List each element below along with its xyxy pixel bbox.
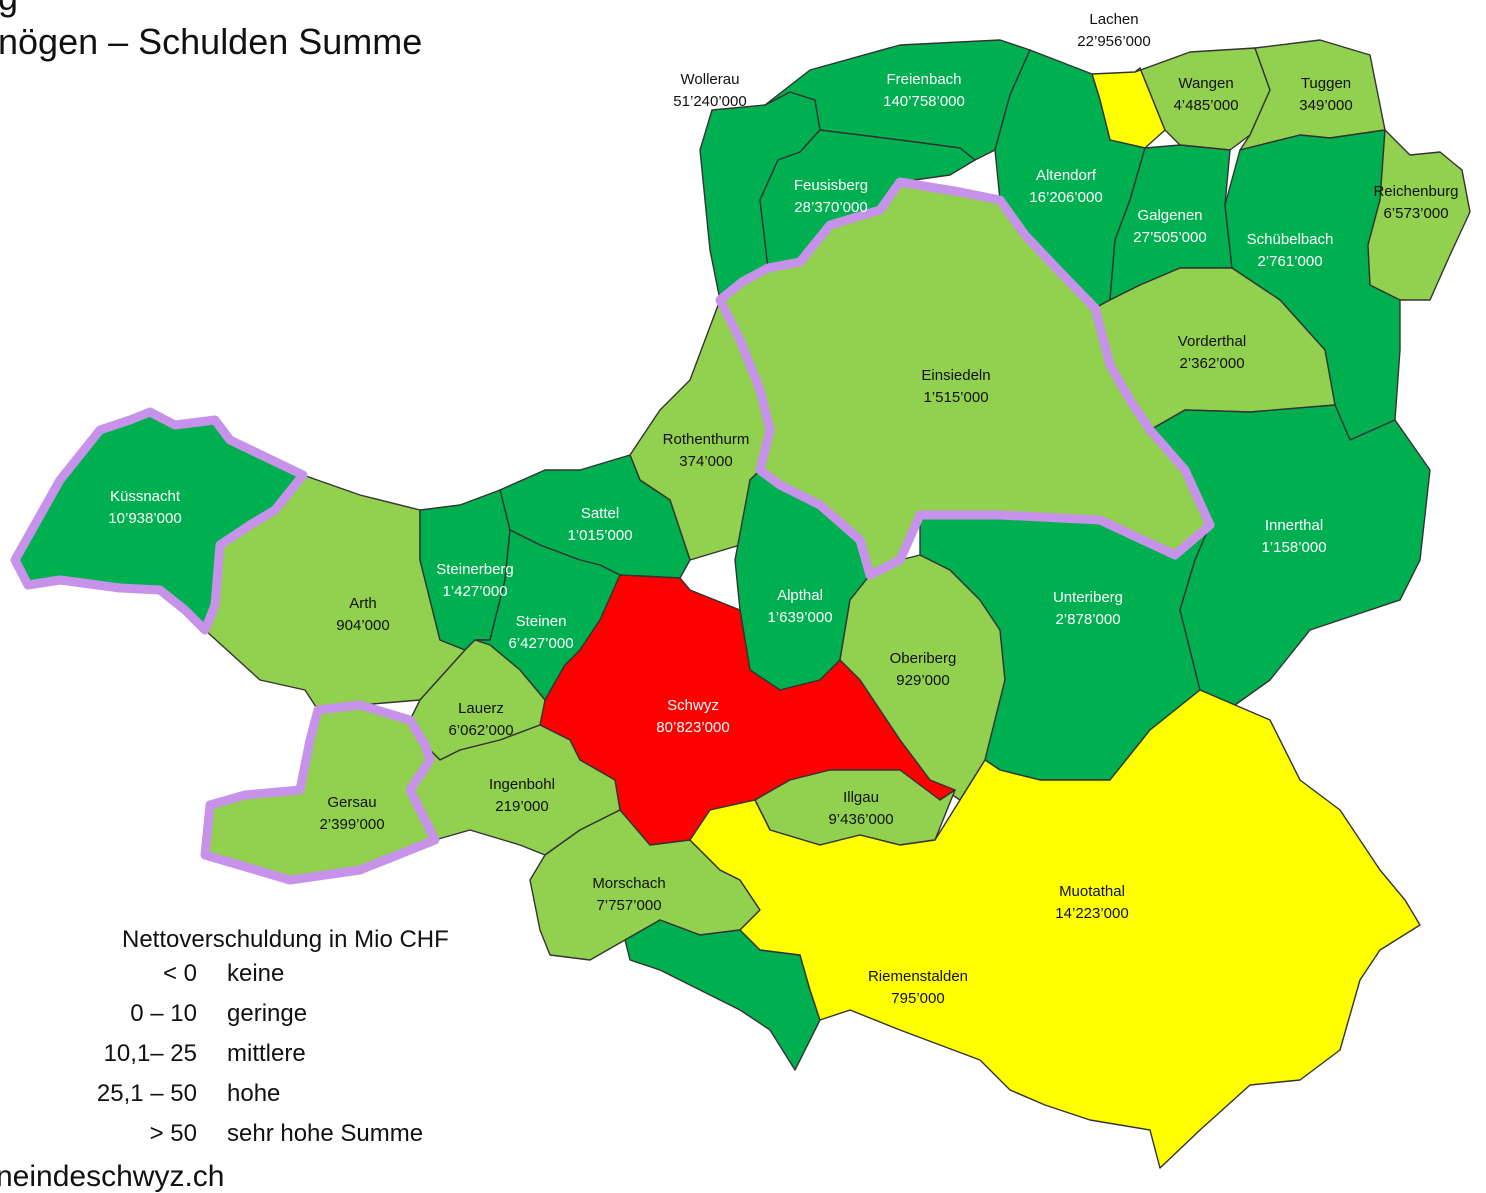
label-einsiedeln-value: 1’515’000 bbox=[923, 389, 988, 406]
label-unteriberg-value: 2’878’000 bbox=[1055, 611, 1120, 628]
legend-item: 25,1 – 50 hohe bbox=[70, 1080, 490, 1110]
label-muotathal-value: 14’223’000 bbox=[1055, 905, 1128, 922]
label-schuebelbach-name: Schübelbach bbox=[1247, 231, 1334, 248]
label-innerthal-value: 1’158’000 bbox=[1261, 539, 1326, 556]
label-steinen-name: Steinen bbox=[516, 613, 567, 630]
label-tuggen-value: 349’000 bbox=[1299, 97, 1352, 114]
label-wangen-value: 4’485’000 bbox=[1173, 97, 1238, 114]
label-arth-name: Arth bbox=[349, 595, 377, 612]
label-lauerz-value: 6’062’000 bbox=[448, 722, 513, 739]
label-illgau-name: Illgau bbox=[843, 789, 879, 806]
label-einsiedeln-name: Einsiedeln bbox=[921, 367, 990, 384]
label-lachen-value: 22’956’000 bbox=[1077, 33, 1150, 50]
label-rothenthurm-name: Rothenthurm bbox=[663, 431, 750, 448]
label-feusisberg-name: Feusisberg bbox=[794, 177, 868, 194]
label-muotathal-name: Muotathal bbox=[1059, 883, 1125, 900]
label-schwyz-name: Schwyz bbox=[667, 697, 719, 714]
label-innerthal-name: Innerthal bbox=[1265, 517, 1323, 534]
region-innerthal[interactable] bbox=[1149, 404, 1431, 706]
label-kuessnacht-name: Küssnacht bbox=[110, 488, 181, 505]
label-oberiberg-name: Oberiberg bbox=[890, 650, 957, 667]
legend-label: sehr hohe Summe bbox=[227, 1120, 424, 1147]
legend-title: Nettoverschuldung in Mio CHF bbox=[122, 926, 449, 953]
label-reichenburg-value: 6’573’000 bbox=[1383, 205, 1448, 222]
legend-item: > 50 sehr hohe Summe bbox=[70, 1120, 490, 1150]
label-gersau-name: Gersau bbox=[327, 794, 376, 811]
label-altendorf-name: Altendorf bbox=[1036, 167, 1097, 184]
legend-range: > 50 bbox=[149, 1120, 197, 1147]
legend-range: < 0 bbox=[162, 960, 197, 987]
legend-label: hohe bbox=[227, 1080, 281, 1107]
label-sattel-name: Sattel bbox=[581, 505, 619, 522]
label-illgau-value: 9’436’000 bbox=[828, 811, 893, 828]
region-riemenstalden[interactable] bbox=[624, 919, 821, 1071]
map-title-fragment: g bbox=[0, 0, 18, 16]
label-ingenbohl-value: 219’000 bbox=[495, 798, 548, 815]
footer-url: neindeschwyz.ch bbox=[0, 1160, 225, 1193]
outline-gersau bbox=[200, 700, 440, 885]
legend-item: 0 – 10 geringe bbox=[70, 1000, 490, 1030]
label-steinen-value: 6’427’000 bbox=[508, 635, 573, 652]
label-rothenthurm-value: 374’000 bbox=[679, 453, 732, 470]
legend-item: 10,1– 25 mittlere bbox=[70, 1040, 490, 1070]
legend-label: keine bbox=[227, 960, 285, 987]
label-oberiberg-value: 929’000 bbox=[896, 672, 949, 689]
municipality-regions bbox=[14, 39, 1471, 1169]
legend-range: 25,1 – 50 bbox=[96, 1080, 197, 1107]
legend-item: < 0 keine bbox=[70, 960, 490, 990]
label-kuessnacht-value: 10’938’000 bbox=[108, 510, 181, 527]
label-arth-value: 904’000 bbox=[336, 617, 389, 634]
label-gersau-value: 2’399’000 bbox=[319, 816, 384, 833]
label-altendorf-value: 16’206’000 bbox=[1029, 189, 1102, 206]
label-sattel-value: 1’015’000 bbox=[567, 527, 632, 544]
label-tuggen-name: Tuggen bbox=[1301, 75, 1351, 92]
label-wollerau-name: Wollerau bbox=[681, 71, 740, 88]
label-vorderthal-value: 2’362’000 bbox=[1179, 355, 1244, 372]
legend-range: 10,1– 25 bbox=[103, 1040, 197, 1067]
label-schwyz-value: 80’823’000 bbox=[656, 719, 729, 736]
label-freienbach-value: 140’758’000 bbox=[883, 93, 965, 110]
legend-range: 0 – 10 bbox=[130, 1000, 197, 1027]
label-galgenen-value: 27’505’000 bbox=[1133, 229, 1206, 246]
legend-label: geringe bbox=[227, 1000, 308, 1027]
region-reichenburg[interactable] bbox=[1367, 129, 1471, 301]
map-title: nögen – Schulden Summe bbox=[0, 21, 423, 62]
highlight-outlines bbox=[10, 177, 1215, 885]
label-schuebelbach-value: 2’761’000 bbox=[1257, 253, 1322, 270]
label-wangen-name: Wangen bbox=[1178, 75, 1233, 92]
label-steinerberg-name: Steinerberg bbox=[436, 561, 514, 578]
outline-einsiedeln bbox=[715, 177, 1215, 580]
region-muotathal[interactable] bbox=[689, 689, 1421, 1169]
label-lachen-name: Lachen bbox=[1089, 11, 1138, 28]
label-alpthal-value: 1’639’000 bbox=[767, 609, 832, 626]
label-alpthal-name: Alpthal bbox=[777, 587, 823, 604]
label-steinerberg-value: 1’427’000 bbox=[442, 583, 507, 600]
label-freienbach-name: Freienbach bbox=[886, 71, 961, 88]
region-freienbach[interactable] bbox=[764, 39, 1031, 161]
label-wollerau-value: 51’240’000 bbox=[673, 93, 746, 110]
label-lauerz-name: Lauerz bbox=[458, 700, 504, 717]
label-unteriberg-name: Unteriberg bbox=[1053, 589, 1123, 606]
label-ingenbohl-name: Ingenbohl bbox=[489, 776, 555, 793]
label-vorderthal-name: Vorderthal bbox=[1178, 333, 1246, 350]
label-morschach-name: Morschach bbox=[592, 875, 665, 892]
label-riemenstalden-name: Riemenstalden bbox=[868, 968, 968, 985]
label-galgenen-name: Galgenen bbox=[1137, 207, 1202, 224]
region-wangen[interactable] bbox=[1134, 47, 1271, 151]
label-reichenburg-name: Reichenburg bbox=[1373, 183, 1458, 200]
legend-label: mittlere bbox=[227, 1040, 306, 1067]
outline-kuessnacht bbox=[10, 407, 308, 635]
label-riemenstalden-value: 795’000 bbox=[891, 990, 944, 1007]
label-feusisberg-value: 28’370’000 bbox=[794, 199, 867, 216]
label-morschach-value: 7’757’000 bbox=[596, 897, 661, 914]
